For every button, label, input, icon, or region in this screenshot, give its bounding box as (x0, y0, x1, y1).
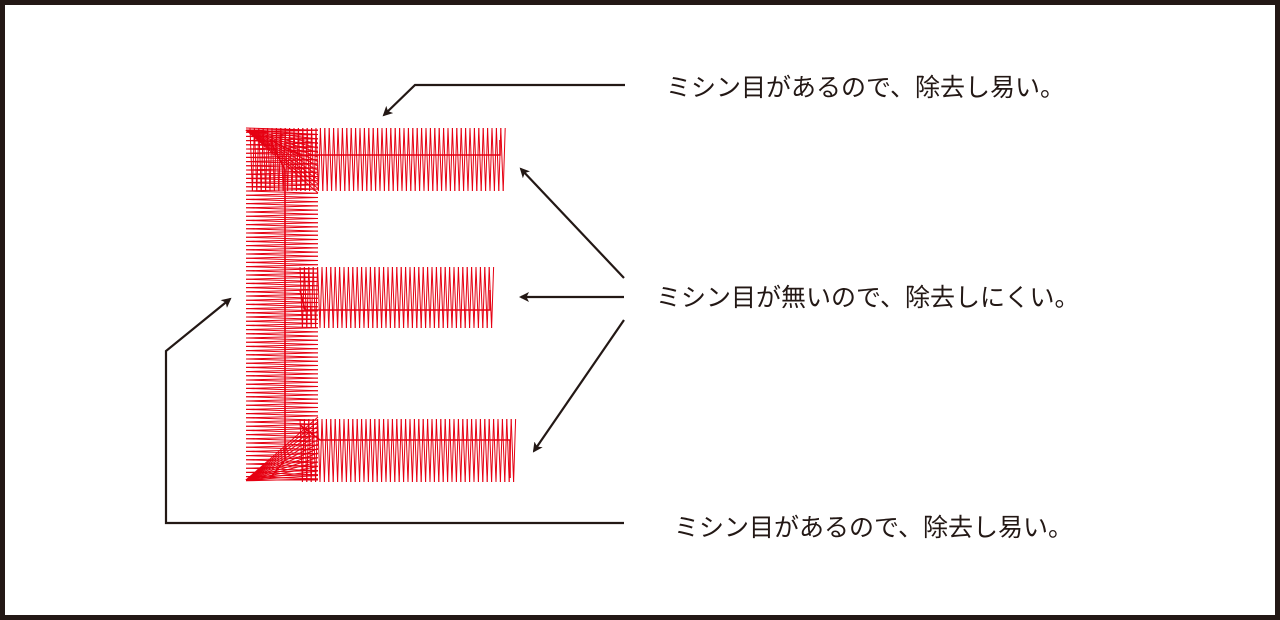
embroidered-letter-e (245, 127, 517, 483)
arrow-to-top-bar-end (519, 167, 625, 279)
diagram-canvas (164, 83, 625, 525)
caption-top-easy-removal: ミシン目があるので、除去し易い。 (666, 73, 1066, 102)
arrow-to-bottom-bar-end (532, 319, 625, 453)
top-bar-perforation (269, 139, 501, 156)
spine-perforation (269, 139, 286, 479)
arrow-to-top-edge (382, 83, 625, 117)
caption-bottom-easy-removal: ミシン目があるので、除去し易い。 (674, 513, 1074, 542)
callout-arrows (164, 83, 625, 525)
satin-stitch-fill (245, 127, 517, 483)
middle-bar-perforation (299, 289, 491, 311)
arrow-to-left-spine (164, 297, 624, 525)
bottom-bar-perforation (299, 424, 511, 478)
caption-middle-hard-removal: ミシン目が無いので、除去しにくい。 (656, 283, 1080, 312)
perforation-lines (269, 139, 511, 479)
